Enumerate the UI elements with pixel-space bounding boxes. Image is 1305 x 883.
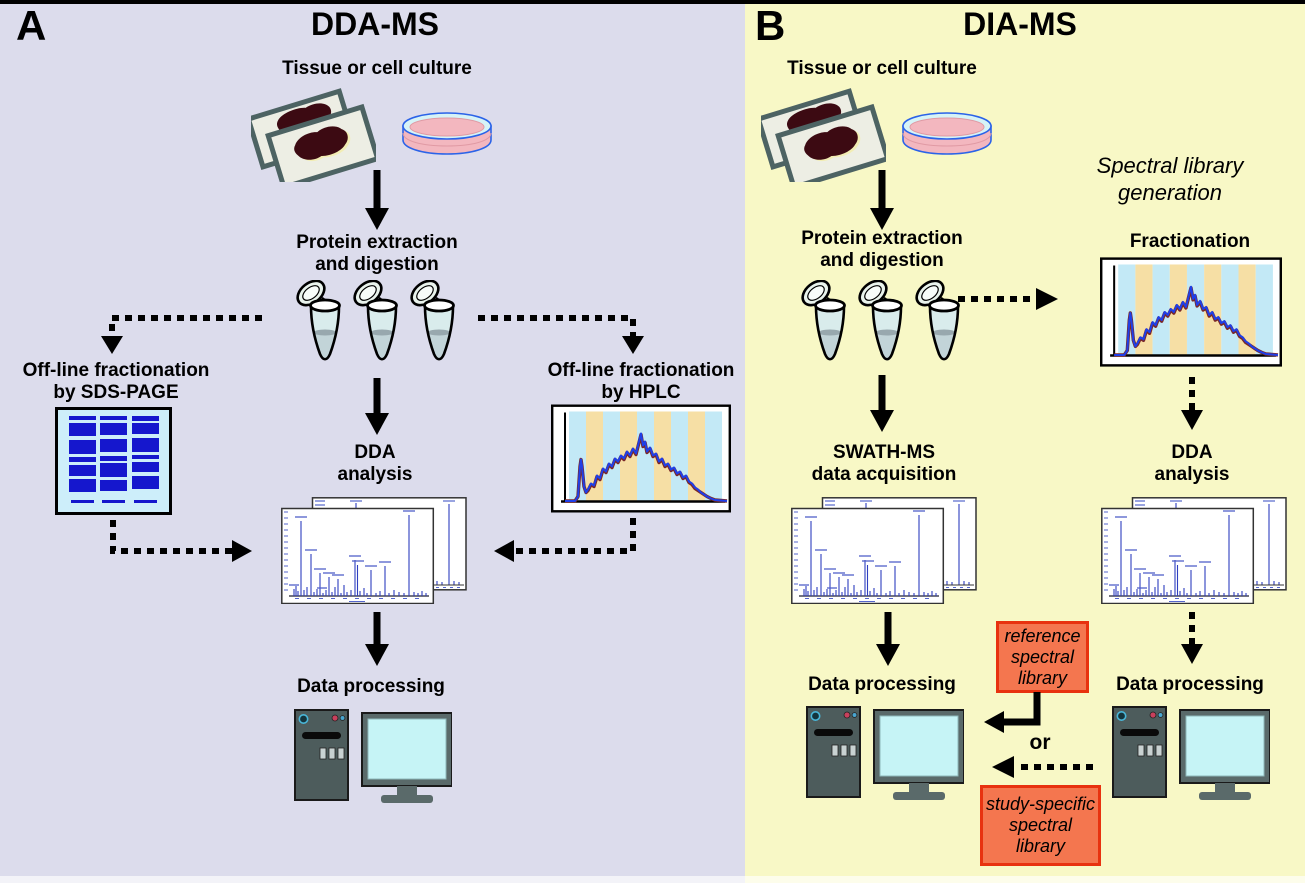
data-processing-label-b-right: Data processing [1116, 674, 1264, 695]
figure-top-border [0, 0, 1305, 4]
tissue-label-b: Tissue or cell culture [787, 58, 977, 79]
sds-page-label: Off-line fractionation by SDS-PAGE [22, 360, 210, 403]
petri-dish-icon-b [900, 96, 995, 158]
tissue-slides-icon-b [761, 82, 886, 182]
fractionation-chromatogram-icon [1100, 257, 1282, 367]
spectral-library-generation-caption: Spectral library generation [1096, 153, 1244, 205]
data-processing-label-b-left: Data processing [808, 674, 956, 695]
sample-tubes-icon-b [799, 278, 965, 372]
sample-tubes-icon [294, 278, 460, 372]
computer-icon-a [294, 706, 452, 803]
panel-b-label: B [755, 2, 786, 49]
study-specific-spectral-library-box: study-specific spectral library [980, 785, 1101, 866]
extraction-label-a: Protein extraction and digestion [296, 232, 458, 275]
panel-a-title: DDA-MS [311, 6, 439, 42]
panel-a-label: A [16, 2, 47, 49]
data-processing-label-a: Data processing [297, 676, 445, 697]
panel-b-title: DIA-MS [963, 6, 1077, 42]
hplc-chromatogram-icon [551, 404, 731, 513]
petri-dish-icon [400, 96, 495, 158]
dda-analysis-label-b: DDA analysis [1154, 442, 1230, 485]
tissue-label-a: Tissue or cell culture [282, 58, 472, 79]
tissue-slides-icon [251, 82, 376, 182]
mass-spectra-icon-b-right [1101, 497, 1287, 604]
hplc-label: Off-line fractionation by HPLC [547, 360, 735, 403]
or-label: or [1029, 731, 1051, 754]
reference-spectral-library-box: reference spectral library [996, 621, 1089, 693]
fractionation-label: Fractionation [1129, 231, 1251, 252]
mass-spectra-icon-b-left [791, 497, 977, 604]
dda-analysis-label-a: DDA analysis [337, 442, 413, 485]
computer-icon-b-left [806, 703, 964, 800]
mass-spectra-icon-a [281, 497, 467, 604]
extraction-label-b: Protein extraction and digestion [801, 228, 963, 271]
swath-ms-label: SWATH-MS data acquisition [811, 442, 957, 485]
sds-page-gel-icon [55, 407, 172, 515]
computer-icon-b-right [1112, 703, 1270, 800]
figure-bottom-strip [0, 876, 1305, 883]
